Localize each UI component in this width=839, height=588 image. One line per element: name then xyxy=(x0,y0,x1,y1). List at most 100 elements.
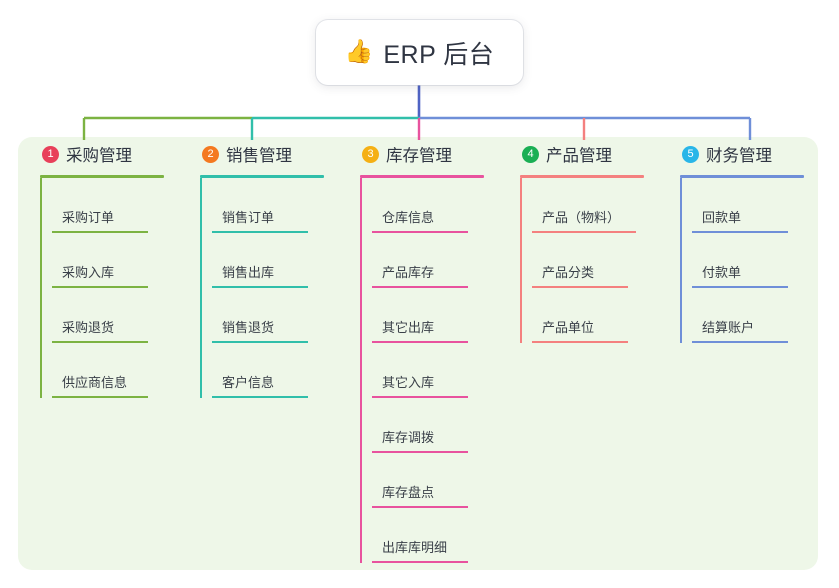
branch-underline xyxy=(200,175,324,178)
leaf-node[interactable]: 库存盘点 xyxy=(372,453,468,508)
leaf-node[interactable]: 其它入库 xyxy=(372,343,468,398)
leaf-node[interactable]: 产品分类 xyxy=(532,233,628,288)
branch-header-4[interactable]: 4 产品管理 xyxy=(520,137,658,171)
leaf-underline xyxy=(372,506,468,508)
leaf-node[interactable]: 产品单位 xyxy=(532,288,628,343)
leaf-underline xyxy=(372,286,468,288)
branch-spine xyxy=(360,177,362,563)
branch-badge-4: 4 xyxy=(522,145,539,163)
leaf-node[interactable]: 付款单 xyxy=(692,233,788,288)
leaf-node[interactable]: 销售出库 xyxy=(212,233,308,288)
leaf-list: 产品（物料） 产品分类产品单位 xyxy=(520,177,658,343)
leaf-underline xyxy=(532,341,628,343)
branch-underline xyxy=(40,175,164,178)
leaf-underline xyxy=(532,286,628,288)
leaf-node[interactable]: 客户信息 xyxy=(212,343,308,398)
branch-spine xyxy=(40,177,42,398)
leaf-node[interactable]: 产品库存 xyxy=(372,233,468,288)
branch-column-4: 4 产品管理产品（物料） 产品分类产品单位 xyxy=(498,137,658,570)
leaf-underline xyxy=(212,341,308,343)
leaf-node[interactable]: 其它出库 xyxy=(372,288,468,343)
branch-header-5[interactable]: 5 财务管理 xyxy=(680,137,818,171)
leaf-list: 回款单付款单结算账户 xyxy=(680,177,818,343)
leaf-label: 销售出库 xyxy=(222,265,275,281)
leaf-label: 其它出库 xyxy=(382,320,435,336)
leaf-node[interactable]: 结算账户 xyxy=(692,288,788,343)
branch-column-3: 3 库存管理仓库信息产品库存其它出库其它入库库存调拨库存盘点出库库明细 xyxy=(338,137,498,570)
leaf-label: 采购退货 xyxy=(62,320,115,336)
leaf-node[interactable]: 仓库信息 xyxy=(372,178,468,233)
leaf-label: 库存调拨 xyxy=(382,430,435,446)
leaf-label: 仓库信息 xyxy=(382,210,435,226)
leaf-node[interactable]: 销售订单 xyxy=(212,178,308,233)
leaf-underline xyxy=(692,341,788,343)
leaf-underline xyxy=(372,451,468,453)
branch-badge-1: 1 xyxy=(42,145,59,163)
branch-badge-5: 5 xyxy=(682,145,699,163)
leaf-label: 回款单 xyxy=(702,210,742,226)
leaf-underline xyxy=(52,341,148,343)
branch-label: 采购管理 xyxy=(66,147,132,165)
leaf-label: 产品（物料） xyxy=(542,210,621,226)
leaf-underline xyxy=(52,286,148,288)
leaf-label: 结算账户 xyxy=(702,320,755,336)
leaf-label: 出库库明细 xyxy=(382,540,448,556)
leaf-node[interactable]: 库存调拨 xyxy=(372,398,468,453)
leaf-node[interactable]: 采购订单 xyxy=(52,178,148,233)
leaf-label: 产品单位 xyxy=(542,320,595,336)
branch-badge-3: 3 xyxy=(362,145,379,163)
thumbs-up-icon: 👍 xyxy=(344,39,374,65)
branch-underline xyxy=(360,175,484,178)
leaf-label: 库存盘点 xyxy=(382,485,435,501)
branch-column-1: 1 采购管理采购订单采购入库采购退货供应商信息 xyxy=(18,137,178,570)
leaf-underline xyxy=(52,396,148,398)
branch-label: 财务管理 xyxy=(706,147,772,165)
leaf-node[interactable]: 供应商信息 xyxy=(52,343,148,398)
leaf-underline xyxy=(372,341,468,343)
leaf-label: 产品库存 xyxy=(382,265,435,281)
leaf-underline xyxy=(52,231,148,233)
leaf-underline xyxy=(692,286,788,288)
leaf-label: 销售退货 xyxy=(222,320,275,336)
root-node[interactable]: 👍 ERP 后台 xyxy=(316,20,523,85)
leaf-label: 其它入库 xyxy=(382,375,435,391)
branch-label: 销售管理 xyxy=(226,147,292,165)
branch-column-5: 5 财务管理回款单付款单结算账户 xyxy=(658,137,818,570)
leaf-underline xyxy=(212,231,308,233)
leaf-label: 采购入库 xyxy=(62,265,115,281)
leaf-label: 付款单 xyxy=(702,265,742,281)
branch-spine xyxy=(680,177,682,343)
leaf-underline xyxy=(372,561,468,563)
leaf-list: 销售订单销售出库销售退货客户信息 xyxy=(200,177,338,398)
branch-underline xyxy=(520,175,644,178)
leaf-node[interactable]: 回款单 xyxy=(692,178,788,233)
leaf-label: 供应商信息 xyxy=(62,375,128,391)
leaf-label: 客户信息 xyxy=(222,375,275,391)
branch-header-1[interactable]: 1 采购管理 xyxy=(40,137,178,171)
branch-spine xyxy=(200,177,202,398)
leaf-label: 产品分类 xyxy=(542,265,595,281)
root-title: ERP 后台 xyxy=(383,40,495,69)
branch-label: 库存管理 xyxy=(386,147,452,165)
leaf-node[interactable]: 出库库明细 xyxy=(372,508,468,563)
leaf-node[interactable]: 产品（物料） xyxy=(532,178,636,233)
leaf-list: 仓库信息产品库存其它出库其它入库库存调拨库存盘点出库库明细 xyxy=(360,177,498,563)
branch-header-3[interactable]: 3 库存管理 xyxy=(360,137,498,171)
leaf-node[interactable]: 销售退货 xyxy=(212,288,308,343)
leaf-underline xyxy=(692,231,788,233)
leaf-underline xyxy=(372,396,468,398)
branches-panel xyxy=(18,137,818,570)
leaf-underline xyxy=(532,231,636,233)
leaf-underline xyxy=(212,396,308,398)
leaf-node[interactable]: 采购退货 xyxy=(52,288,148,343)
leaf-list: 采购订单采购入库采购退货供应商信息 xyxy=(40,177,178,398)
leaf-label: 采购订单 xyxy=(62,210,115,226)
leaf-underline xyxy=(212,286,308,288)
branch-label: 产品管理 xyxy=(546,147,612,165)
leaf-node[interactable]: 采购入库 xyxy=(52,233,148,288)
branch-spine xyxy=(520,177,522,343)
